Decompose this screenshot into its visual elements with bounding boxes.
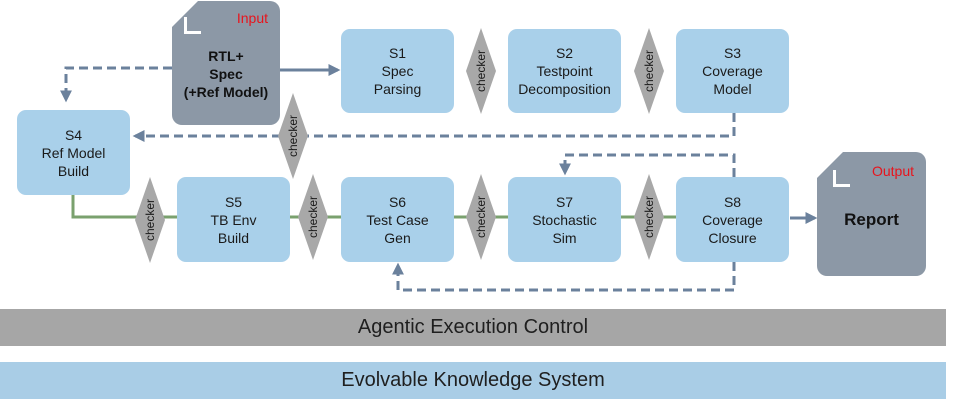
dashed-arrow-s3-to-s4 [132, 113, 736, 142]
stage-id: S8 [723, 193, 742, 210]
checker-label: checker [642, 195, 656, 239]
input-doc-text: RTL+ Spec (+Ref Model) [172, 47, 280, 101]
agentic-execution-control-bar: Agentic Execution Control [0, 309, 946, 346]
stage-s7: S7 Stochastic Sim [508, 177, 621, 262]
dashed-arrow-s8-to-s7 [559, 153, 736, 177]
stage-label: Gen [384, 229, 411, 246]
stage-s8: S8 Coverage Closure [676, 177, 789, 262]
stage-s1: S1 Spec Parsing [341, 29, 454, 113]
stage-label: Testpoint [536, 63, 593, 79]
dashed-arrow-input-to-s4 [60, 66, 172, 103]
checker-label: checker [474, 195, 488, 239]
stage-s4: S4 Ref Model Build [17, 110, 130, 195]
stage-id: S4 [64, 126, 83, 143]
document-corner-icon [184, 17, 201, 34]
stage-label: Coverage [702, 211, 763, 228]
stage-label: Build [57, 162, 90, 179]
stage-id: S5 [224, 193, 243, 210]
checker-s7-s8: checker [634, 174, 664, 260]
output-tag: Output [871, 163, 914, 179]
input-doc-line: Spec [209, 66, 243, 82]
checker-label: checker [642, 49, 656, 93]
report-label: Report [844, 210, 899, 229]
checker-label: checker [286, 114, 300, 158]
evolvable-knowledge-system-bar: Evolvable Knowledge System [0, 362, 946, 399]
document-corner-icon [833, 170, 850, 187]
stage-s5: S5 TB Env Build [177, 177, 290, 262]
stage-id: S1 [388, 45, 407, 61]
input-doc-line: (+Ref Model) [183, 84, 269, 100]
stage-label: Ref Model [41, 144, 106, 161]
stage-label: Test Case [366, 211, 429, 228]
stage-label: Build [217, 229, 250, 246]
input-tag: Input [236, 10, 268, 26]
checker-label: checker [306, 195, 320, 239]
stage-label: Spec [381, 63, 414, 79]
input-document: Input RTL+ Spec (+Ref Model) [172, 1, 280, 125]
stage-label: Model [713, 81, 752, 97]
stage-s2: S2 Testpoint Decomposition [508, 29, 621, 113]
output-document: Output Report [817, 152, 926, 276]
checker-label: checker [143, 198, 157, 242]
checker-label: checker [474, 49, 488, 93]
checker-s5-s6: checker [298, 174, 328, 260]
stage-id: S3 [723, 45, 742, 61]
stage-id: S7 [555, 193, 574, 210]
checker-s4-s5: checker [135, 177, 165, 263]
stage-label: Parsing [373, 81, 422, 97]
stage-label: Stochastic [532, 211, 597, 228]
stage-label: Sim [552, 229, 577, 246]
stage-s6: S6 Test Case Gen [341, 177, 454, 262]
checker-s1-s2: checker [466, 28, 496, 114]
stage-s3: S3 Coverage Model [676, 29, 789, 113]
stage-label: Closure [708, 229, 757, 246]
stage-label: Decomposition [518, 81, 611, 97]
checker-s3-s4: checker [278, 93, 308, 179]
checker-s6-s7: checker [466, 174, 496, 260]
stage-id: S2 [555, 45, 574, 61]
checker-s2-s3: checker [634, 28, 664, 114]
stage-label: Coverage [702, 63, 763, 79]
stage-id: S6 [388, 193, 407, 210]
dashed-arrow-s8-to-s6 [392, 262, 736, 292]
input-doc-line: RTL+ [208, 48, 244, 64]
stage-label: TB Env [210, 211, 257, 228]
